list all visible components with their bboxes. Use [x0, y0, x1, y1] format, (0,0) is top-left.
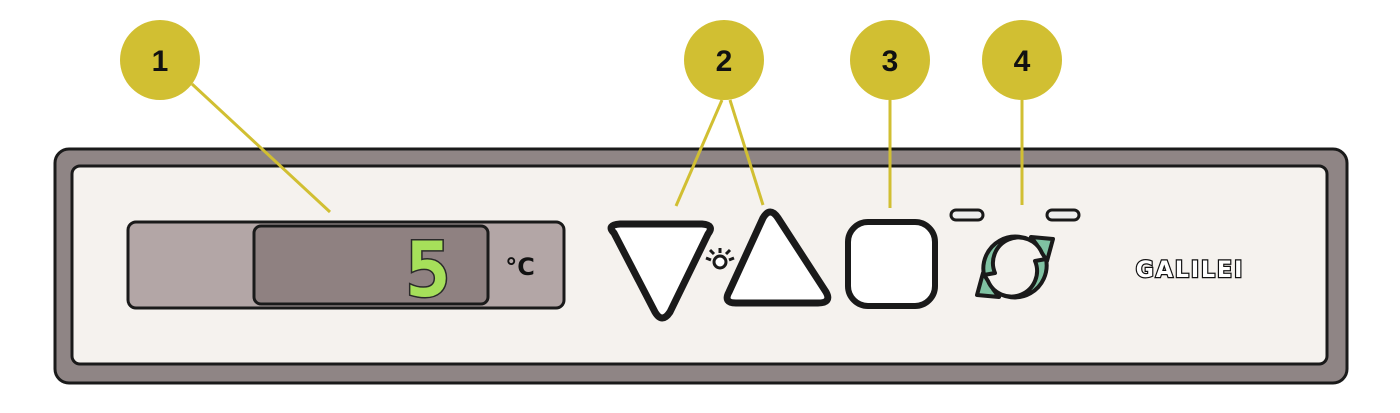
leader-1 — [190, 82, 332, 214]
temperature-display: 5 °C — [126, 220, 566, 316]
square-button[interactable] — [845, 219, 938, 309]
callout-badge-2: 2 — [684, 20, 764, 100]
triangle-down-icon — [607, 220, 714, 322]
light-bulb-icon — [705, 248, 735, 270]
display-window — [252, 224, 490, 306]
indicator-led-left — [949, 208, 985, 222]
cycle-button[interactable] — [975, 234, 1055, 300]
callout-badge-4: 4 — [982, 20, 1062, 100]
svg-text:4: 4 — [1014, 45, 1031, 78]
down-button[interactable] — [607, 220, 714, 322]
callout-leaders — [190, 82, 1024, 214]
indicator-led-right — [1045, 208, 1081, 222]
temperature-digit: 5 — [405, 225, 451, 314]
unit-label: °C — [505, 253, 535, 281]
brand-logo: GALILEI — [1136, 258, 1245, 283]
square-button-icon — [845, 219, 938, 309]
svg-text:1: 1 — [152, 45, 169, 78]
callout-badge-3: 3 — [850, 20, 930, 100]
leader-2b — [728, 99, 765, 206]
svg-text:3: 3 — [882, 45, 899, 78]
cycle-arrows-icon — [975, 234, 1055, 300]
svg-text:2: 2 — [716, 45, 733, 78]
triangle-up-icon — [723, 208, 832, 307]
panel-face — [70, 164, 1329, 366]
leader-2a — [674, 99, 724, 207]
up-button[interactable] — [723, 208, 832, 307]
callout-badge-1: 1 — [120, 20, 200, 100]
